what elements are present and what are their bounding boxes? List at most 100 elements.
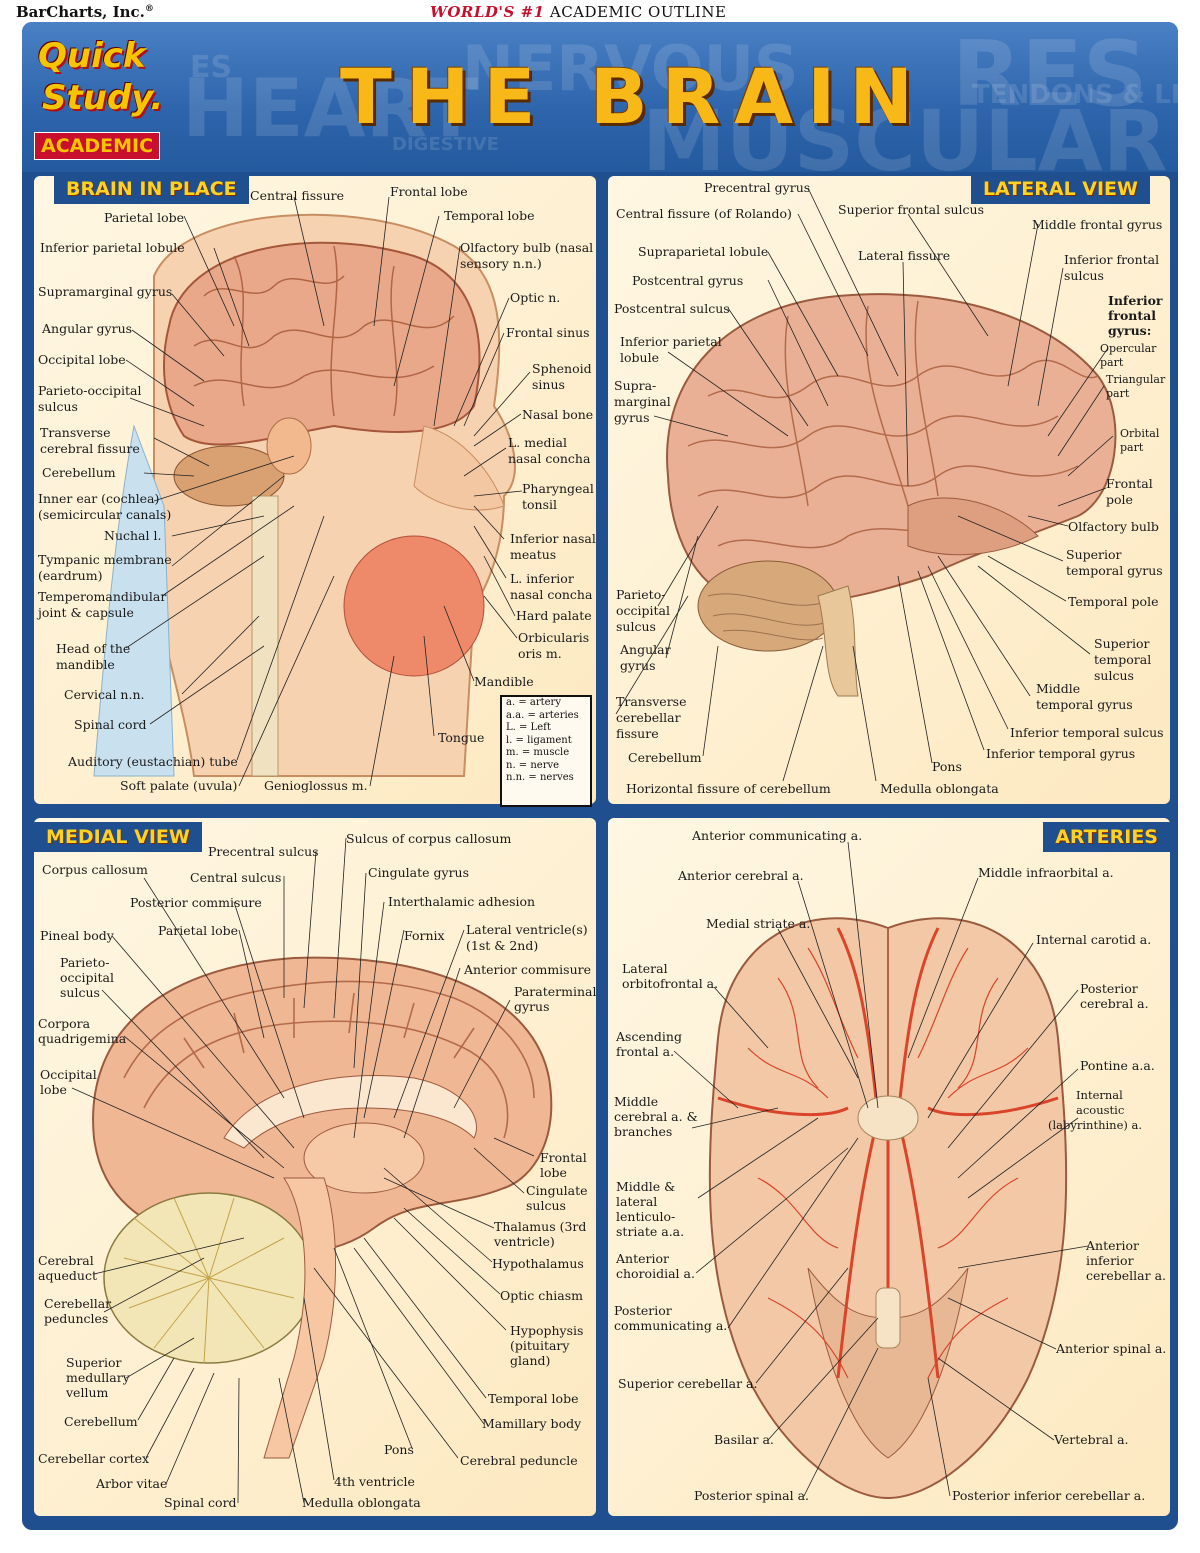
label-frontal-pole-2: pole bbox=[1106, 492, 1133, 507]
label-sulcus-corpus-callosum: Sulcus of corpus callosum bbox=[346, 831, 511, 846]
label-cerebellar-peduncles-1: Cerebellar bbox=[44, 1296, 111, 1311]
abbreviation-legend: a. = artery a.a. = arteries L. = Left l.… bbox=[500, 695, 592, 807]
label-inferior-temporal-sulcus: Inferior temporal sulcus bbox=[1010, 725, 1164, 740]
label-frontal-pole-1: Frontal bbox=[1106, 476, 1153, 491]
label-posterior-commisure: Posterior commisure bbox=[130, 895, 262, 910]
label-ascending-frontal-2: frontal a. bbox=[616, 1044, 674, 1059]
label-tongue: Tongue bbox=[438, 730, 484, 745]
label-angular-1: Angular bbox=[620, 642, 671, 657]
label-inferior-nasal-2: meatus bbox=[510, 547, 556, 562]
label-anterior-choroidal-2: choroidial a. bbox=[616, 1266, 695, 1281]
label-middle-infraorbital: Middle infraorbital a. bbox=[978, 865, 1114, 880]
label-inferior-frontal-sulcus-2: sulcus bbox=[1064, 268, 1104, 283]
label-l-inferior-1: L. inferior bbox=[510, 571, 574, 586]
label-transverse-cerebellar-2: cerebellar bbox=[616, 710, 681, 725]
label-lenticulo-4: striate a.a. bbox=[616, 1224, 684, 1239]
label-cerebellum: Cerebellum bbox=[42, 465, 116, 480]
bg-word-tendons: TENDONS & LIGAMENT bbox=[972, 80, 1178, 110]
label-interthalamic-adhesion: Interthalamic adhesion bbox=[388, 894, 535, 909]
label-cingulate-gyrus: Cingulate gyrus bbox=[368, 865, 469, 880]
label-vertebral: Vertebral a. bbox=[1054, 1432, 1129, 1447]
label-parieto-1: Parieto- bbox=[60, 955, 109, 970]
legend-item: l. = ligament bbox=[502, 735, 590, 748]
label-supramarginal-2: marginal bbox=[614, 394, 671, 409]
label-optic-n: Optic n. bbox=[510, 290, 560, 305]
label-inferior-parietal-lobule: Inferior parietal lobule bbox=[40, 240, 185, 255]
label-olfactory-bulb-2: sensory n.n.) bbox=[460, 256, 542, 271]
label-central-fissure-rolando: Central fissure (of Rolando) bbox=[616, 206, 792, 221]
label-middle-temporal-2: temporal gyrus bbox=[1036, 697, 1133, 712]
arteries-illustration bbox=[608, 818, 1170, 1516]
label-hypophysis-2: (pituitary bbox=[510, 1338, 569, 1353]
label-smv-2: medullary bbox=[66, 1370, 130, 1385]
label-supramarginal-1: Supra- bbox=[614, 378, 656, 393]
label-cerebellum: Cerebellum bbox=[628, 750, 702, 765]
label-aica-3: cerebellar a. bbox=[1086, 1268, 1166, 1283]
label-sts-1: Superior bbox=[1094, 636, 1150, 651]
label-central-fissure: Central fissure bbox=[250, 188, 344, 203]
label-supraparietal-lobule: Supraparietal lobule bbox=[638, 244, 768, 259]
label-hypothalamus: Hypothalamus bbox=[492, 1256, 584, 1271]
label-transverse-2: cerebral fissure bbox=[40, 441, 140, 456]
label-ascending-frontal-1: Ascending bbox=[616, 1029, 682, 1044]
label-head-mandible-1: Head of the bbox=[56, 641, 130, 656]
label-lenticulo-1: Middle & bbox=[616, 1179, 675, 1194]
label-medial-striate: Medial striate a. bbox=[706, 916, 810, 931]
label-mandible: Mandible bbox=[474, 674, 534, 689]
label-middle-frontal-gyrus: Middle frontal gyrus bbox=[1032, 217, 1162, 232]
label-spinal-cord: Spinal cord bbox=[74, 717, 147, 732]
label-transverse-cerebellar-3: fissure bbox=[616, 726, 659, 741]
label-inferior-nasal-1: Inferior nasal bbox=[510, 531, 596, 546]
label-parieto-occipital-1: Parieto-occipital bbox=[38, 383, 141, 398]
label-superior-frontal-sulcus: Superior frontal sulcus bbox=[838, 202, 984, 217]
label-cerebral-aqueduct-2: aqueduct bbox=[38, 1268, 97, 1283]
panel-lateral-view: LATERAL VIEW Precentral gyrus Central fi… bbox=[608, 176, 1170, 804]
label-ifg-1: Inferior bbox=[1108, 293, 1163, 308]
label-precentral-gyrus: Precentral gyrus bbox=[704, 180, 810, 195]
label-anterior-cerebral: Anterior cerebral a. bbox=[678, 868, 804, 883]
label-inner-ear-1: Inner ear (cochlea) bbox=[38, 491, 159, 506]
label-middle-cerebral-3: branches bbox=[614, 1124, 672, 1139]
legend-item: n.n. = nerves bbox=[502, 772, 590, 785]
label-paraterminal-2: gyrus bbox=[514, 999, 550, 1014]
label-sphenoid-2: sinus bbox=[532, 377, 565, 392]
label-parieto-occipital-2: sulcus bbox=[38, 399, 78, 414]
label-middle-temporal-1: Middle bbox=[1036, 681, 1080, 696]
label-inferior-parietal-1: Inferior parietal bbox=[620, 334, 722, 349]
label-head-mandible-2: mandible bbox=[56, 657, 115, 672]
label-frontal-lobe-2: lobe bbox=[540, 1165, 567, 1180]
label-internal-acoustic-3: (labyrinthine) a. bbox=[1048, 1118, 1142, 1133]
label-anterior-spinal: Anterior spinal a. bbox=[1056, 1341, 1166, 1356]
label-cingulate-sulcus-2: sulcus bbox=[526, 1198, 566, 1213]
label-sts-2: temporal bbox=[1094, 652, 1151, 667]
label-temporal-pole: Temporal pole bbox=[1068, 594, 1158, 609]
logo-quick: Quick bbox=[38, 38, 146, 74]
label-cerebellar-cortex: Cerebellar cortex bbox=[38, 1451, 149, 1466]
label-lateral-ventricle-2: (1st & 2nd) bbox=[466, 938, 538, 953]
label-l-medial-2: nasal concha bbox=[508, 451, 590, 466]
label-ifg-3: gyrus: bbox=[1108, 323, 1151, 338]
label-l-medial-1: L. medial bbox=[508, 435, 567, 450]
label-superior-temporal-gyrus-1: Superior bbox=[1066, 547, 1122, 562]
label-auditory-tube: Auditory (eustachian) tube bbox=[68, 754, 238, 769]
label-orbital-2: part bbox=[1120, 440, 1143, 455]
label-tmj-1: Temperomandibular bbox=[38, 589, 166, 604]
label-posterior-communicating-2: communicating a. bbox=[614, 1318, 727, 1333]
label-middle-cerebral-2: cerebral a. & bbox=[614, 1109, 698, 1124]
label-frontal-sinus: Frontal sinus bbox=[506, 325, 590, 340]
label-corpora-2: quadrigemina bbox=[38, 1031, 126, 1046]
panel-title-brain-in-place: BRAIN IN PLACE bbox=[54, 176, 249, 204]
label-nasal-bone: Nasal bone bbox=[522, 407, 593, 422]
legend-item: m. = muscle bbox=[502, 747, 590, 760]
label-parieto-2: occipital bbox=[60, 970, 114, 985]
label-cerebral-aqueduct-1: Cerebral bbox=[38, 1253, 94, 1268]
label-hypophysis-3: gland) bbox=[510, 1353, 550, 1368]
label-pons: Pons bbox=[384, 1442, 414, 1457]
label-pharyngeal-2: tonsil bbox=[522, 497, 557, 512]
label-aica-2: inferior bbox=[1086, 1253, 1134, 1268]
label-parieto-occipital-1: Parieto- bbox=[616, 587, 665, 602]
label-fourth-ventricle: 4th ventricle bbox=[334, 1474, 415, 1489]
label-thalamus-2: ventricle) bbox=[494, 1234, 555, 1249]
label-parietal-lobe: Parietal lobe bbox=[104, 210, 184, 225]
label-pineal-body: Pineal body bbox=[40, 928, 114, 943]
